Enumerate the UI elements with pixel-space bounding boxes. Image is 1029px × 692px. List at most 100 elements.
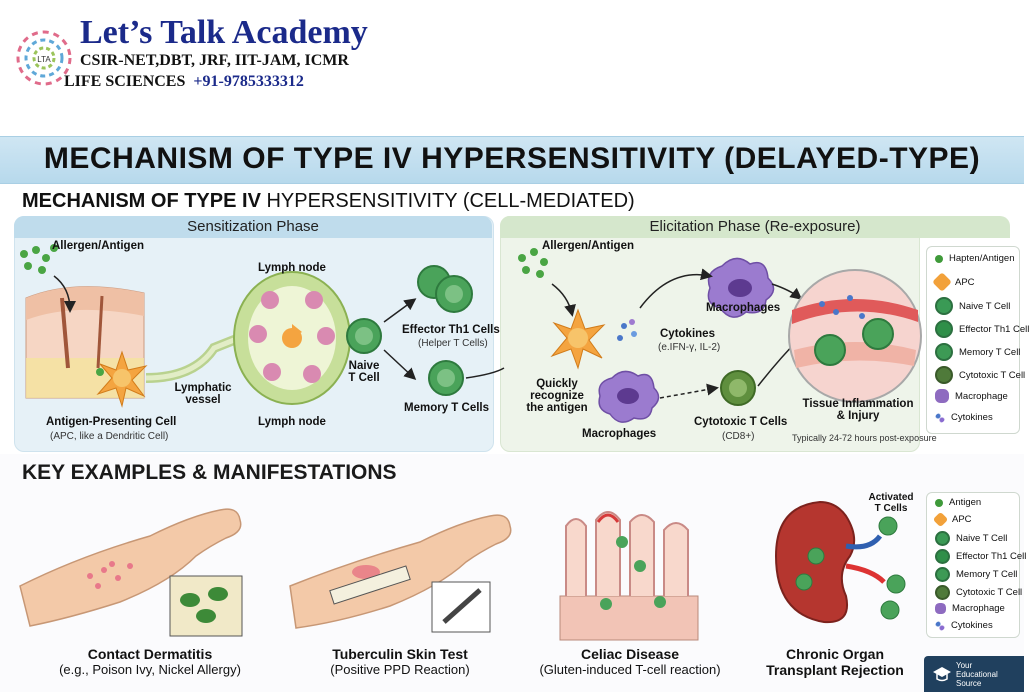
macrophage-icon: [935, 603, 946, 614]
legend-item: Naive T Cell: [935, 531, 1007, 546]
elicitation-apc-icon: [550, 308, 606, 370]
legend-label: Antigen: [949, 497, 982, 508]
elicitation-illustration: [518, 248, 922, 423]
cytokines-label: Cytokines: [660, 328, 715, 340]
example-celiac-disease: Celiac Disease (Gluten-induced T-cell re…: [530, 646, 730, 677]
examples-title: KEY EXAMPLES & MANIFESTATIONS: [22, 461, 397, 484]
example-name: Chronic Organ: [785, 646, 884, 662]
brand-exams: CSIR-NET,DBT, JRF, IIT-JAM, ICMR: [80, 52, 349, 69]
effector-th1-label: Effector Th1 Cells: [402, 324, 500, 336]
legend-label: Cytokines: [951, 412, 993, 423]
apc-star-icon: [932, 272, 952, 292]
t-cell-icon: [935, 320, 953, 338]
legend-item: Naive T Cell: [935, 297, 1010, 315]
antigen-dot-icon: [935, 498, 943, 507]
title-banner: [0, 136, 1024, 184]
legend-label: Cytotoxic T Cell: [959, 369, 1026, 381]
header: [0, 0, 1024, 128]
legend-item: Hapten/Antigen: [935, 253, 1015, 264]
arm-rash-icon: [19, 508, 242, 627]
legend-item: Memory T Cell: [935, 343, 1020, 361]
macrophages-top-label: Macrophages: [706, 302, 781, 314]
inflamed-tissue-icon: [788, 269, 922, 403]
legend-item: Memory T Cell: [935, 567, 1017, 582]
footer-line: Your: [956, 661, 973, 670]
t-cell-icon: [935, 567, 950, 582]
elicitation-heading: Elicitation Phase (Re-exposure): [500, 216, 1010, 238]
syringe-icon: [442, 588, 482, 624]
kidney-icon: [774, 500, 906, 624]
legend-label: Memory T Cell: [956, 569, 1018, 580]
apc-star-icon: [96, 350, 148, 408]
macrophages-bottom-label: Macrophages: [582, 428, 657, 440]
poison-ivy-leaf-icon: [180, 587, 228, 623]
legend-label: Naive T Cell: [959, 300, 1011, 312]
page-title: MECHANISM OF TYPE IV HYPERSENSITIVITY (D…: [43, 142, 981, 175]
sensitization-illustration: [20, 244, 505, 408]
example-note: Transplant Rejection: [766, 662, 904, 678]
lymph-node-icon: [233, 271, 351, 405]
naive-t-cell-icon: [346, 318, 382, 354]
academy-logo-icon: LTA: [16, 30, 72, 86]
subtitle-rest: HYPERSENSITIVITY (CELL-MEDIATED): [266, 190, 635, 212]
legend-label: Hapten/Antigen: [949, 253, 1015, 264]
legend-item: Cytotoxic T Cell: [935, 585, 1022, 600]
example-name: Celiac Disease: [580, 646, 680, 662]
poison-ivy-inset: [169, 575, 243, 637]
lymph-node-top-label: Lymph node: [258, 262, 326, 274]
legend-label: Cytokines: [951, 620, 993, 631]
effector-th1-note: (Helper T Cells): [418, 338, 488, 349]
t-cell-icon: [935, 531, 950, 546]
legend-label: Memory T Cell: [959, 346, 1021, 358]
tissue-inflammation-label: Tissue Inflammation & Injury: [802, 398, 914, 422]
legend-item: Cytokines: [935, 412, 993, 423]
footer-line: Source: [956, 679, 982, 688]
t-cell-icon: [935, 366, 953, 384]
cytokine-dots-icon: [617, 319, 637, 341]
cytotoxic-t-cell-icon: [720, 370, 756, 406]
legend-item: Macrophage: [935, 389, 1008, 403]
timing-note: Typically 24-72 hours post-exposure: [792, 433, 937, 443]
legend-label: Cytotoxic T Cell: [956, 587, 1023, 598]
sens-allergen-label: Allergen/Antigen: [52, 240, 145, 252]
macrophage-icon: [935, 389, 949, 403]
memory-t-cells-label: Memory T Cells: [404, 402, 489, 414]
cytokines-icon: [935, 412, 945, 423]
antigen-dots-icon: [20, 244, 58, 274]
example-transplant-rejection: Chronic Organ Transplant Rejection: [750, 646, 920, 678]
legend-label: Macrophage: [955, 390, 1008, 402]
brand-phone: +91-9785333312: [193, 73, 304, 90]
apc-note: (APC, like a Dendritic Cell): [50, 431, 169, 442]
svg-text:LTA: LTA: [37, 55, 51, 64]
example-note: (e.g., Poison Ivy, Nickel Allergy): [59, 662, 241, 677]
brand-contact: LIFE SCIENCES +91-9785333312: [64, 73, 304, 91]
graduation-cap-icon: [933, 667, 951, 682]
memory-t-cell-icon: [428, 360, 464, 396]
macrophage-top-icon: [707, 257, 775, 318]
lymphatic-vessel-label: Lymphatic vessel: [174, 382, 232, 406]
legend-item: Effector Th1 Cell: [935, 549, 1026, 564]
t-cell-icon: [935, 585, 950, 600]
footer-text: Your Educational Source: [956, 661, 998, 688]
antigen-dot-icon: [935, 254, 943, 263]
elicitation-antigen-dots-icon: [518, 248, 548, 278]
footer-badge: Your Educational Source: [924, 656, 1024, 692]
legend-label: Effector Th1 Cell: [959, 323, 1029, 335]
elic-allergen-label: Allergen/Antigen: [542, 240, 635, 252]
naive-t-cell-label: Naive T Cell: [348, 360, 380, 384]
footer-line: Educational: [956, 670, 998, 679]
recognize-antigen-label: Quickly recognize the antigen: [526, 378, 588, 414]
example-tuberculin-test: Tuberculin Skin Test (Positive PPD React…: [300, 646, 500, 677]
arm-tuberculin-icon: [289, 514, 512, 629]
t-cell-icon: [935, 297, 953, 315]
legend-label: Naive T Cell: [956, 533, 1008, 544]
examples-illustration: [19, 500, 906, 641]
legend-item: Cytokines: [935, 620, 993, 631]
legend-label: APC: [952, 514, 972, 525]
legend-item: APC: [932, 272, 975, 292]
example-note: (Positive PPD Reaction): [330, 662, 470, 677]
example-name: Tuberculin Skin Test: [332, 646, 468, 662]
cytotoxic-note: (CD8+): [722, 431, 755, 442]
legend-item: Cytotoxic T Cell: [935, 366, 1025, 384]
activated-t-cells-label: Activated T Cells: [868, 492, 914, 514]
